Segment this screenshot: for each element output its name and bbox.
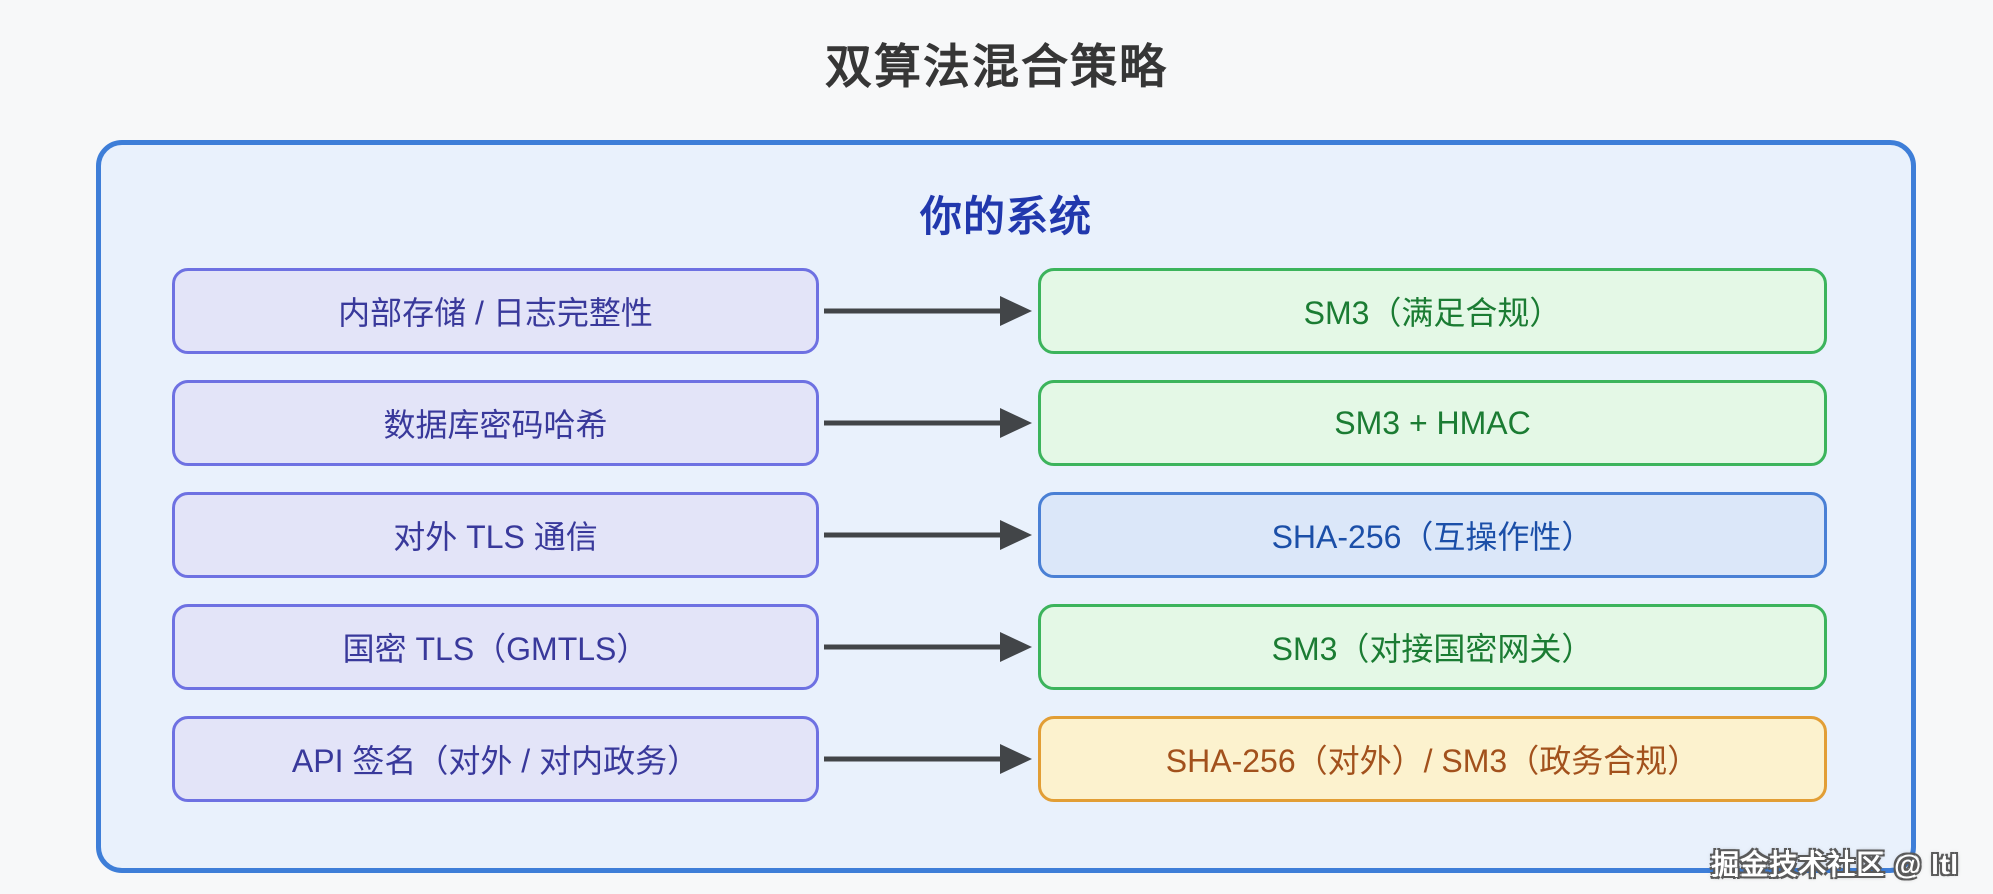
- arrow-line: [824, 756, 1004, 762]
- arrow-head: [1000, 296, 1032, 326]
- algorithm-label: SM3 + HMAC: [1334, 404, 1531, 441]
- arrow-head: [1000, 744, 1032, 774]
- arrow-right-icon: [819, 268, 1038, 354]
- arrow-right-icon: [819, 380, 1038, 466]
- flow-row-api-signing: API 签名（对外 / 对内政务） SHA-256（对外）/ SM3（政务合规）: [172, 716, 1827, 802]
- flow-rows: 内部存储 / 日志完整性 SM3（满足合规） 数据库密码哈希: [101, 268, 1911, 828]
- arrow-right-icon: [819, 604, 1038, 690]
- algorithm-label: SM3（对接国密网关）: [1271, 631, 1594, 667]
- arrow-head: [1000, 408, 1032, 438]
- scenario-node: API 签名（对外 / 对内政务）: [172, 716, 819, 802]
- scenario-label: 国密 TLS（GMTLS）: [342, 631, 649, 667]
- algorithm-node: SM3 + HMAC: [1038, 380, 1827, 466]
- arrow-line: [824, 532, 1004, 538]
- arrow-line: [824, 308, 1004, 314]
- flow-row-external-tls: 对外 TLS 通信 SHA-256（互操作性）: [172, 492, 1827, 578]
- algorithm-label: SHA-256（互操作性）: [1271, 519, 1594, 555]
- flow-row-gm-tls: 国密 TLS（GMTLS） SM3（对接国密网关）: [172, 604, 1827, 690]
- arrow-head: [1000, 520, 1032, 550]
- scenario-node: 国密 TLS（GMTLS）: [172, 604, 819, 690]
- scenario-node: 数据库密码哈希: [172, 380, 819, 466]
- watermark: 掘金技术社区 @ ltl: [1711, 849, 1959, 880]
- scenario-label: API 签名（对外 / 对内政务）: [291, 743, 700, 779]
- algorithm-node: SHA-256（对外）/ SM3（政务合规）: [1038, 716, 1827, 802]
- scenario-label: 数据库密码哈希: [383, 407, 608, 443]
- flow-row-internal-storage: 内部存储 / 日志完整性 SM3（满足合规）: [172, 268, 1827, 354]
- arrow-right-icon: [819, 716, 1038, 802]
- algorithm-label: SHA-256（对外）/ SM3（政务合规）: [1165, 743, 1700, 779]
- algorithm-node: SM3（满足合规）: [1038, 268, 1827, 354]
- system-container: 你的系统 内部存储 / 日志完整性 SM3（满足合规） 数据库密码哈希: [96, 140, 1916, 873]
- scenario-node: 内部存储 / 日志完整性: [172, 268, 819, 354]
- flow-row-db-password: 数据库密码哈希 SM3 + HMAC: [172, 380, 1827, 466]
- arrow-head: [1000, 632, 1032, 662]
- arrow-right-icon: [819, 492, 1038, 578]
- scenario-label: 内部存储 / 日志完整性: [338, 295, 653, 331]
- algorithm-node: SHA-256（互操作性）: [1038, 492, 1827, 578]
- arrow-line: [824, 644, 1004, 650]
- arrow-line: [824, 420, 1004, 426]
- algorithm-node: SM3（对接国密网关）: [1038, 604, 1827, 690]
- scenario-node: 对外 TLS 通信: [172, 492, 819, 578]
- scenario-label: 对外 TLS 通信: [393, 519, 598, 555]
- algorithm-label: SM3（满足合规）: [1303, 295, 1562, 331]
- container-title: 你的系统: [919, 193, 1092, 240]
- page-title: 双算法混合策略: [825, 40, 1168, 93]
